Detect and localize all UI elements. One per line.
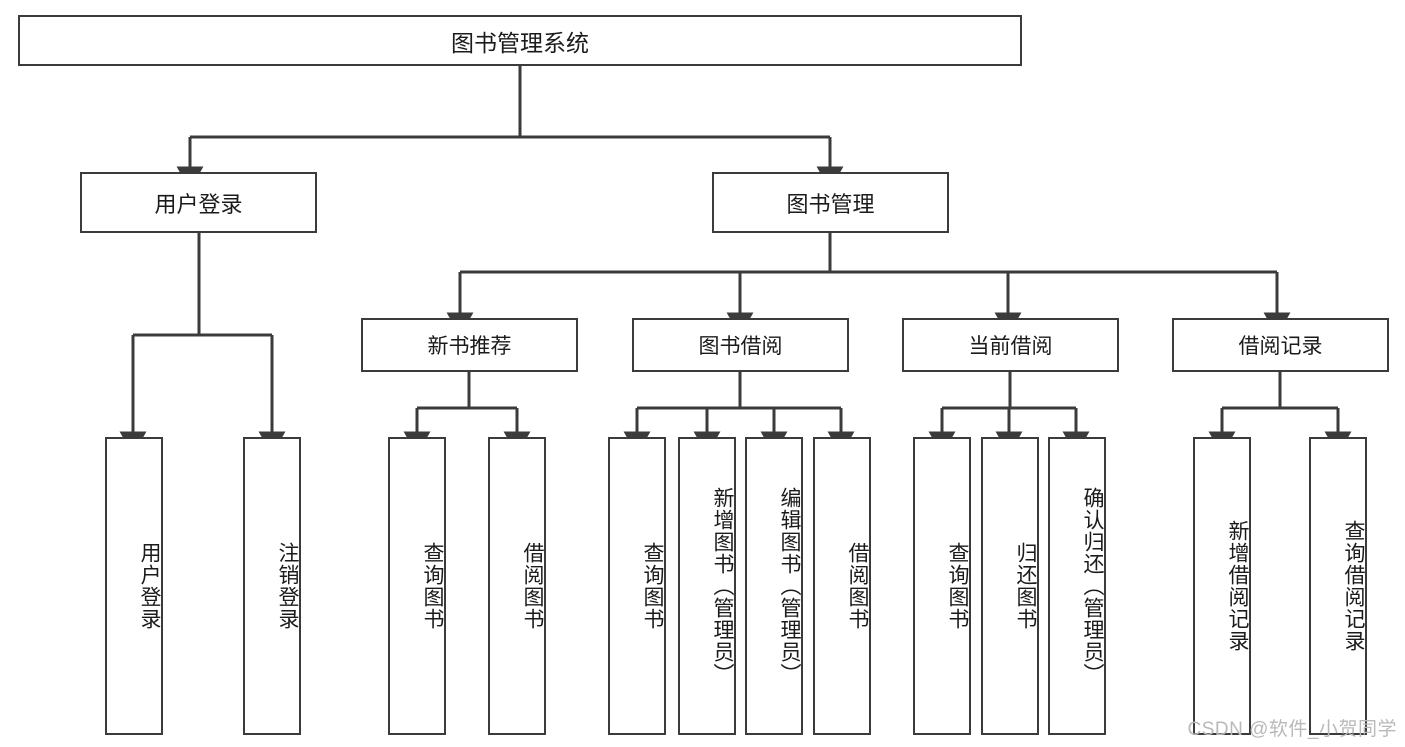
node-leaf-borrow-book-2[interactable]: 借阅图书 [813,437,871,735]
leaf-label: 查询借阅记录 [1342,520,1365,652]
leaf-label: 查询图书 [946,542,969,630]
node-leaf-user-login[interactable]: 用户登录 [105,437,163,735]
leaf-label: 用户登录 [138,542,161,630]
node-current-borrow[interactable]: 当前借阅 [902,318,1119,372]
node-leaf-query-book-3[interactable]: 查询图书 [913,437,971,735]
leaf-label: 编辑图书（管理员） [778,487,801,685]
leaf-label: 新增图书（管理员） [711,487,734,685]
node-new-book-recommend[interactable]: 新书推荐 [361,318,578,372]
node-book-manage[interactable]: 图书管理 [712,172,949,233]
leaf-label: 查询图书 [421,542,444,630]
node-book-borrow[interactable]: 图书借阅 [632,318,849,372]
node-borrow-record[interactable]: 借阅记录 [1172,318,1389,372]
watermark: CSDN @软件_小贺同学 [1187,719,1397,740]
leaf-label: 借阅图书 [521,542,544,630]
node-leaf-add-book[interactable]: 新增图书（管理员） [678,437,736,735]
node-leaf-query-record[interactable]: 查询借阅记录 [1309,437,1367,735]
node-leaf-borrow-book-1[interactable]: 借阅图书 [488,437,546,735]
node-leaf-add-record[interactable]: 新增借阅记录 [1193,437,1251,735]
node-root[interactable]: 图书管理系统 [18,15,1022,66]
leaf-label: 新增借阅记录 [1226,520,1249,652]
node-user-login[interactable]: 用户登录 [80,172,317,233]
leaf-label: 确认归还（管理员） [1081,487,1104,685]
leaf-label: 借阅图书 [846,542,869,630]
node-leaf-query-book-2[interactable]: 查询图书 [608,437,666,735]
node-leaf-edit-book[interactable]: 编辑图书（管理员） [745,437,803,735]
leaf-label: 归还图书 [1014,542,1037,630]
leaf-label: 注销登录 [276,542,299,630]
node-leaf-return-book[interactable]: 归还图书 [981,437,1039,735]
node-leaf-query-book-1[interactable]: 查询图书 [388,437,446,735]
leaf-label: 查询图书 [641,542,664,630]
node-leaf-confirm-return[interactable]: 确认归还（管理员） [1048,437,1106,735]
node-leaf-user-logout[interactable]: 注销登录 [243,437,301,735]
